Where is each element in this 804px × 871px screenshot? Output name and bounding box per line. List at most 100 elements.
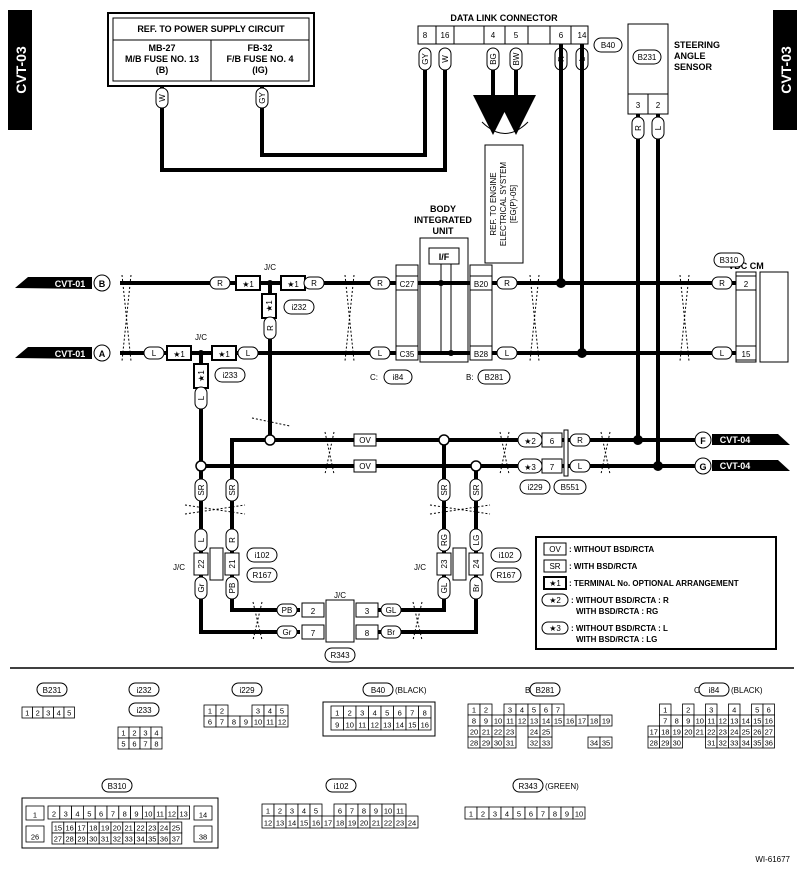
svg-text:VDC CM: VDC CM [728, 261, 764, 271]
power-ref-left-1: MB-27 [148, 43, 175, 53]
pin-number: 30 [89, 835, 97, 844]
pin-number: 19 [348, 819, 356, 828]
svg-text:ANGLE: ANGLE [674, 51, 706, 61]
pin-number: 27 [765, 728, 773, 737]
pin-cell [193, 825, 213, 843]
pin-number: 16 [765, 717, 773, 726]
svg-text:8: 8 [365, 629, 370, 638]
pin-number: 2 [348, 709, 352, 718]
svg-text:: TERMINAL No. OPTIONAL ARRANG: : TERMINAL No. OPTIONAL ARRANGEMENT [569, 579, 739, 588]
svg-text:: WITH BSD/RCTA: : WITH BSD/RCTA [569, 562, 638, 571]
pin-number: 10 [144, 810, 152, 819]
pin-number: 22 [136, 824, 144, 833]
face-conn-name: i84 [709, 686, 720, 695]
svg-text:OV: OV [359, 436, 371, 445]
power-supply-ref-box: REF. TO POWER SUPPLY CIRCUIT MB-27 M/B F… [107, 12, 315, 87]
svg-text:21: 21 [228, 559, 237, 568]
svg-text:i102: i102 [254, 551, 270, 560]
pin-number: 6 [529, 810, 533, 819]
pin-number: 14 [396, 721, 404, 730]
svg-text:B:: B: [466, 373, 474, 382]
pin-number: 13 [276, 819, 284, 828]
pin-number: 3 [508, 706, 512, 715]
pin-number: 4 [373, 709, 377, 718]
face-conn-label [128, 682, 160, 697]
face-conn-name: i232 [136, 686, 152, 695]
pin-number: 19 [101, 824, 109, 833]
pin-number: 32 [530, 739, 538, 748]
wire-label [380, 603, 402, 617]
pin-number: 3 [290, 807, 294, 816]
svg-text:i229: i229 [527, 483, 543, 492]
svg-text:WITH BSD/RCTA : RG: WITH BSD/RCTA : RG [576, 607, 658, 616]
pin-number: 38 [199, 833, 207, 842]
pin-number: 21 [372, 819, 380, 828]
pin-number: 6 [338, 807, 342, 816]
pin-number: 4 [520, 706, 524, 715]
wire-label [711, 346, 733, 360]
pin-number: 10 [696, 717, 704, 726]
svg-text:R343: R343 [330, 651, 350, 660]
pin-number: 16 [312, 819, 320, 828]
pin-number: 2 [481, 810, 485, 819]
pin-number: 30 [494, 739, 502, 748]
pin-number: 8 [553, 810, 557, 819]
svg-text:★2: ★2 [549, 596, 561, 605]
pin-number: 12 [264, 819, 272, 828]
face-conn-label [362, 682, 394, 697]
wire-label [194, 528, 208, 552]
svg-text:B551: B551 [561, 483, 580, 492]
face-conn-name: i233 [136, 706, 152, 715]
face-conn-label [698, 682, 730, 697]
pin-number: 34 [742, 739, 750, 748]
pin-number: 5 [67, 709, 71, 718]
pin-number: 11 [358, 721, 366, 730]
pin-number: 11 [156, 810, 164, 819]
pin-number: 7 [663, 717, 667, 726]
wire-label-text: R [377, 279, 383, 288]
pin-number: 11 [707, 717, 715, 726]
wire-label [237, 346, 259, 360]
wire-label [437, 528, 451, 552]
pin-number: 22 [494, 728, 502, 737]
pin-number: 12 [168, 810, 176, 819]
pin-number: 28 [66, 835, 74, 844]
svg-text:B28: B28 [474, 350, 489, 359]
face-conn-name: B281 [536, 686, 555, 695]
face-conn-label [325, 778, 357, 793]
svg-text:22: 22 [197, 559, 206, 568]
pin-number: 9 [134, 810, 138, 819]
pin-number: 5 [532, 706, 536, 715]
svg-text:ELECTRICAL SYSTEM: ELECTRICAL SYSTEM [499, 162, 508, 247]
wire-label [469, 528, 483, 552]
ref-code: WI-61677 [755, 855, 790, 864]
pin-number: 33 [542, 739, 550, 748]
pin-cell [193, 805, 213, 821]
pin-number: 3 [709, 706, 713, 715]
pin-cell [150, 737, 163, 750]
face-conn-label [231, 682, 263, 697]
wire-label [569, 459, 591, 473]
dlc-title: DATA LINK CONNECTOR [450, 13, 558, 23]
pin-number: 16 [66, 824, 74, 833]
pin-number: 33 [125, 835, 133, 844]
pin-number: 13 [530, 717, 538, 726]
dlc-conn: B40 [601, 41, 616, 50]
side-tab-right: CVT-03 [773, 10, 797, 130]
pin-number: 2 [484, 706, 488, 715]
wire-label [437, 576, 451, 600]
pin-number: 35 [753, 739, 761, 748]
svg-text:★3: ★3 [524, 463, 536, 472]
pin-number: 23 [719, 728, 727, 737]
pin-number: 10 [346, 721, 354, 730]
pin-number: 15 [300, 819, 308, 828]
svg-text:A: A [99, 349, 106, 359]
cvt01-a-arrow: CVT-01 A [15, 344, 111, 362]
wire-label-text: L [505, 349, 510, 358]
pin-number: 9 [244, 718, 248, 727]
power-ref-title: REF. TO POWER SUPPLY CIRCUIT [137, 24, 285, 34]
pin-number: 18 [89, 824, 97, 833]
pin-number: 6 [132, 740, 136, 749]
power-ref-left-3: (B) [156, 65, 169, 75]
